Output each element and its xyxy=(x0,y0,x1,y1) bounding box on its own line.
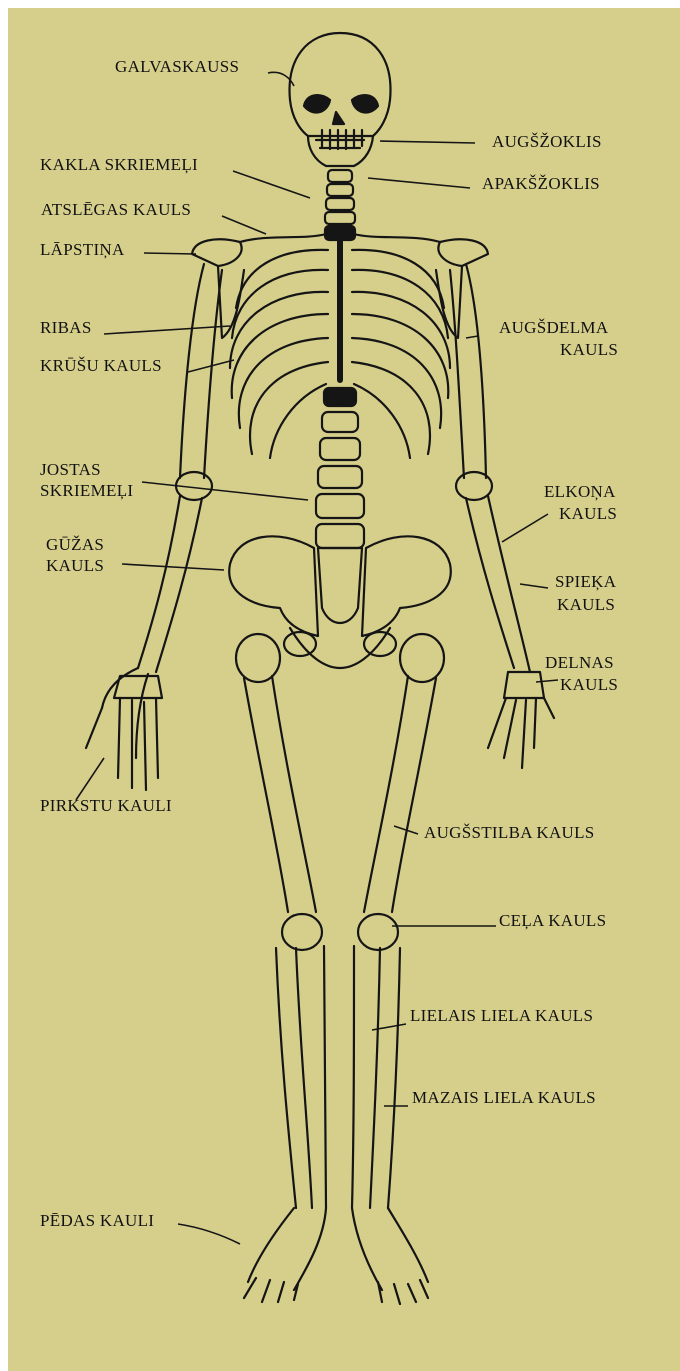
right-arm xyxy=(450,264,554,768)
left-arm xyxy=(86,264,222,790)
label-ribs: RIBAS xyxy=(40,318,92,338)
label-lumbar-line1: JOSTAS xyxy=(40,460,101,480)
pelvis xyxy=(229,536,451,668)
lumbar-spine xyxy=(316,388,364,548)
right-leg xyxy=(352,634,444,1304)
label-foot: PĒDAS KAULI xyxy=(40,1211,154,1231)
label-tibia: LIELAIS LIELA KAULS xyxy=(410,1006,593,1026)
label-sternum: KRŪŠU KAULS xyxy=(40,356,162,376)
label-femur: AUGŠSTILBA KAULS xyxy=(424,823,595,843)
label-pelvis-line2: KAULS xyxy=(46,556,104,576)
label-radius-line2: KAULS xyxy=(557,595,615,615)
skeleton-diagram: GALVASKAUSS AUGŠŽOKLIS KAKLA SKRIEMEĻI A… xyxy=(8,8,680,1371)
label-patella: CEĻA KAULS xyxy=(499,911,606,931)
label-phalanges: PIRKSTU KAULI xyxy=(40,796,172,816)
left-leg xyxy=(236,634,326,1302)
label-radius-line1: SPIEĶA xyxy=(555,572,616,592)
label-humerus-line2: KAULS xyxy=(560,340,618,360)
label-cervical-vertebrae: KAKLA SKRIEMEĻI xyxy=(40,155,198,175)
skull-bone xyxy=(290,33,391,166)
cervical-spine xyxy=(325,170,355,240)
label-clavicle: ATSLĒGAS KAULS xyxy=(41,200,191,220)
label-carpals-line2: KAULS xyxy=(560,675,618,695)
label-pelvis-line1: GŪŽAS xyxy=(46,535,104,555)
label-mandible: APAKŠŽOKLIS xyxy=(482,174,600,194)
label-ulna-line2: KAULS xyxy=(559,504,617,524)
label-skull: GALVASKAUSS xyxy=(115,57,239,77)
label-lumbar-line2: SKRIEMEĻI xyxy=(40,481,133,501)
label-carpals-line1: DELNAS xyxy=(545,653,614,673)
ribcage xyxy=(230,240,450,458)
label-fibula: MAZAIS LIELA KAULS xyxy=(412,1088,596,1108)
label-scapula: LĀPSTIŅA xyxy=(40,240,125,260)
label-humerus-line1: AUGŠDELMA xyxy=(499,318,608,338)
label-maxilla: AUGŠŽOKLIS xyxy=(492,132,602,152)
label-ulna-line1: ELKOŅA xyxy=(544,482,616,502)
